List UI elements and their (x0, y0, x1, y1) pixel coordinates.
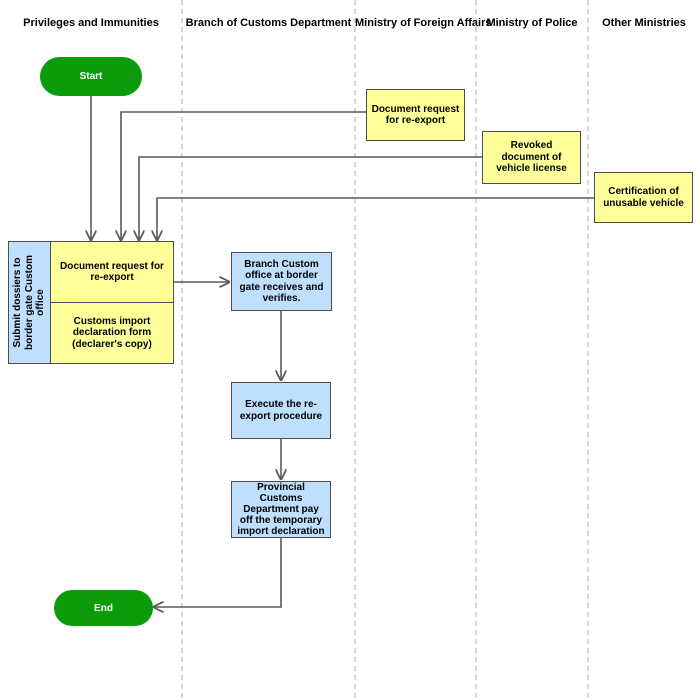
execute-reexport-box[interactable]: Execute the re-export procedure (231, 382, 331, 439)
lane-title-customs-branch: Branch of Customs Department (185, 17, 352, 29)
connector-other-to-submit (157, 197, 594, 240)
lane-title-privileges: Privileges and Immunities (23, 17, 159, 29)
other-ministries-document-box[interactable]: Certification of unusable vehicle (594, 172, 693, 223)
connector-police-to-submit (139, 156, 482, 240)
submit-dossiers-label: Submit dossiers to border gate Custom of… (12, 255, 47, 351)
provincial-customs-box[interactable]: Provincial Customs Department pay off th… (231, 481, 331, 538)
branch-verify-box[interactable]: Branch Custom office at border gate rece… (231, 252, 332, 311)
customs-declaration-form-box[interactable]: Customs import declaration form (declare… (50, 302, 174, 364)
lane-title-police: Ministry of Police (486, 17, 578, 29)
lane-title-other-ministries: Other Ministries (602, 17, 686, 29)
lane-title-foreign-affairs: Ministry of Foreign Affairs (355, 17, 492, 29)
end-terminal[interactable]: End (54, 590, 153, 626)
police-document-box[interactable]: Revoked document of vehicle license (482, 131, 581, 184)
connector-mfa-to-submit (121, 111, 366, 240)
mfa-document-box[interactable]: Document request for re-export (366, 89, 465, 141)
document-request-box[interactable]: Document request for re-export (50, 241, 174, 303)
start-terminal[interactable]: Start (40, 57, 142, 96)
connector-provincial-to-end (154, 538, 282, 607)
